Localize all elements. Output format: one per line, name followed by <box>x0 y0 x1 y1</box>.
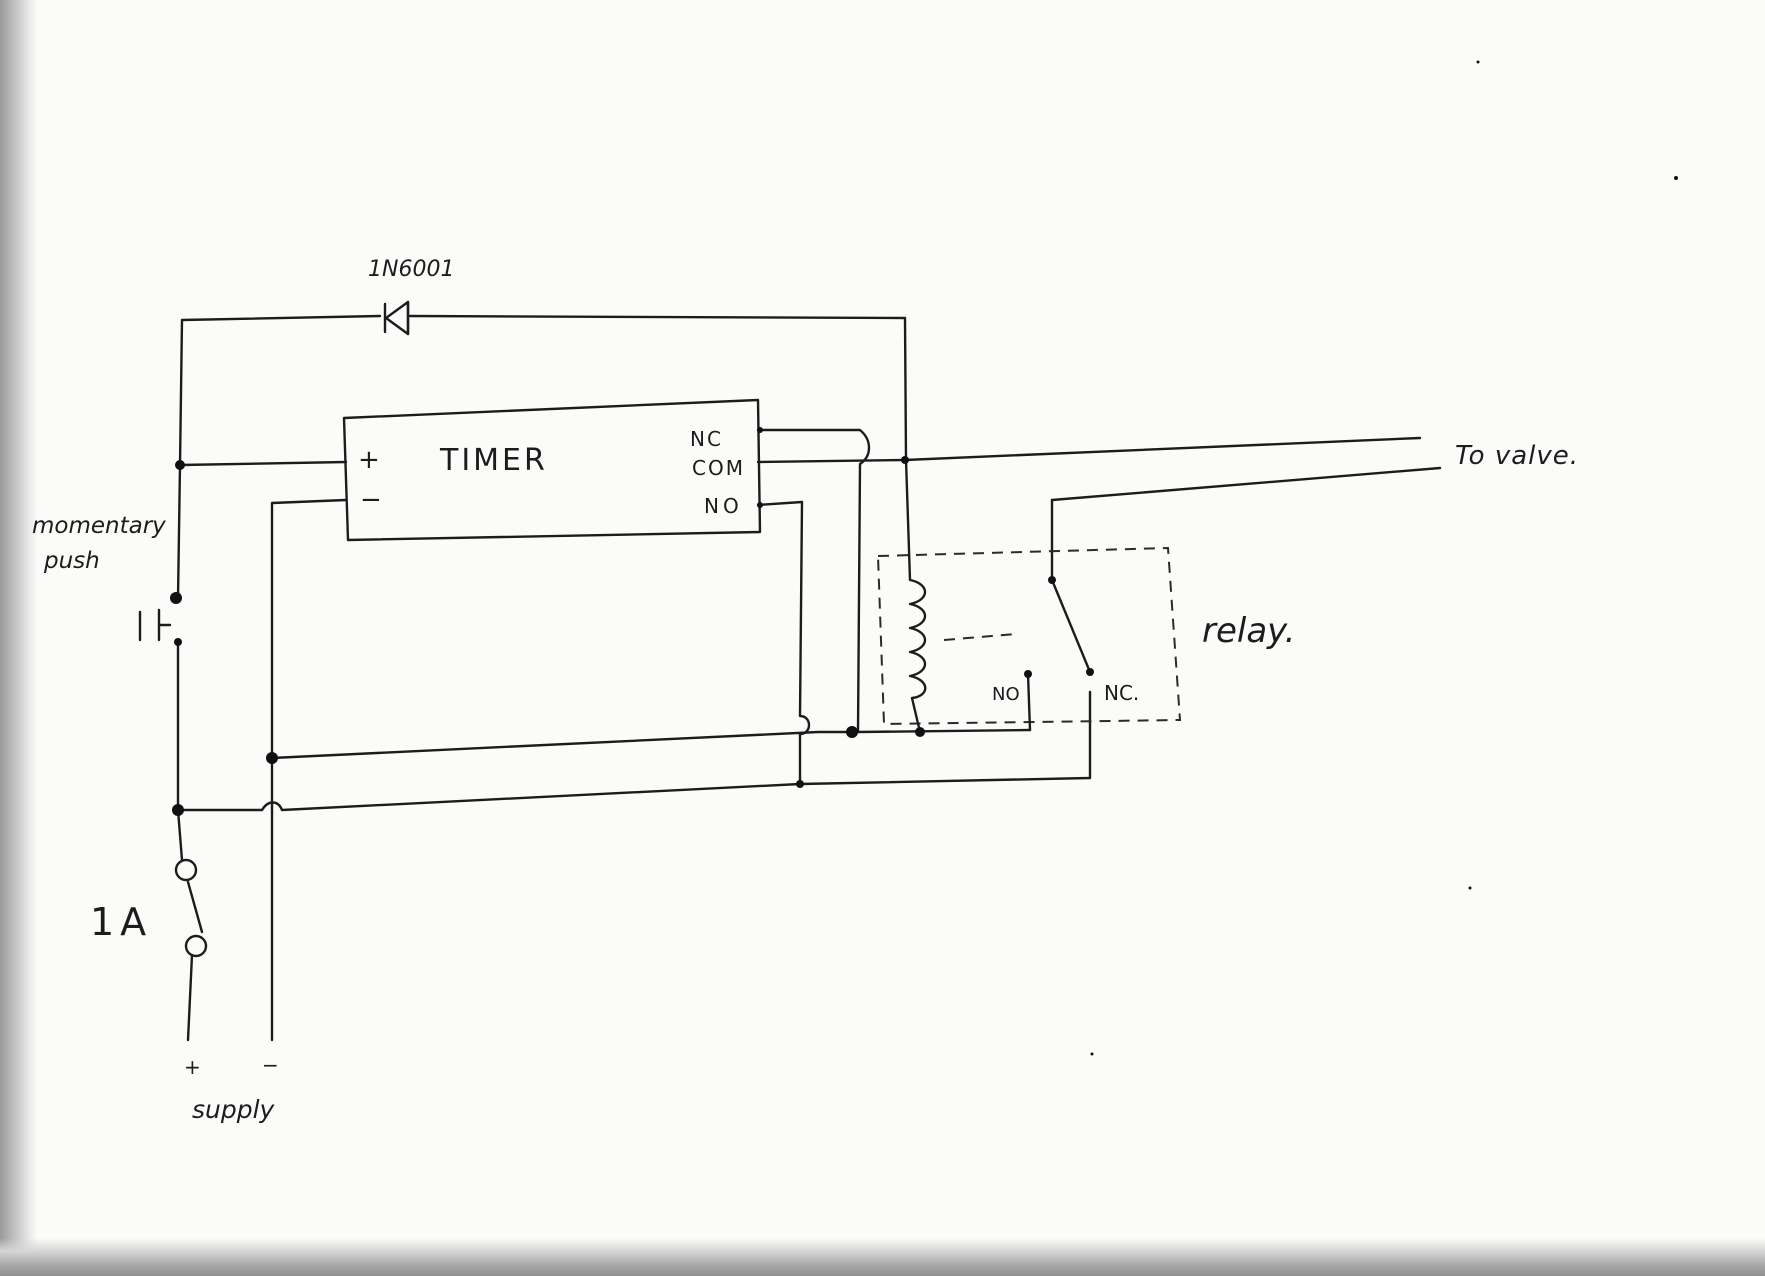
timer-outputs: To valve. <box>756 428 1579 734</box>
wire-coil-bottom <box>856 728 1032 734</box>
wire-timer-nc <box>756 428 871 734</box>
timer-nc-label: NC <box>690 427 723 451</box>
fuse-label: 1A <box>90 900 152 944</box>
push-label-line2: push <box>43 548 100 574</box>
scan-specks <box>1090 60 1678 1056</box>
supply-plus-label: + <box>184 1055 201 1079</box>
wire-timer-minus <box>270 498 348 1042</box>
relay: NO NC. relay. <box>856 458 1295 734</box>
wire-timer-com-to-valve <box>756 436 1422 464</box>
wire-diode-right <box>408 314 908 462</box>
relay-coil <box>904 458 927 734</box>
junction-nodes <box>170 427 1094 816</box>
diode-branch: 1N6001 <box>178 257 908 467</box>
scan-shadow-bottom <box>0 1238 1765 1276</box>
push-button: momentary push <box>32 513 172 642</box>
wire-to-fuse <box>176 808 184 862</box>
positive-rail <box>176 460 348 1042</box>
relay-no-label: NO <box>992 684 1020 705</box>
wire-rail-upper <box>176 463 182 600</box>
timer-module: TIMER + − NC COM NO <box>342 398 762 542</box>
timer-minus-label: − <box>360 485 382 515</box>
timer-com-label: COM <box>692 456 745 480</box>
relay-switch-arm <box>1050 578 1092 674</box>
wire-to-supply-plus <box>186 953 194 1042</box>
timer-plus-label: + <box>358 445 380 475</box>
wire-diode-left <box>178 314 382 467</box>
lower-bus <box>176 500 1092 812</box>
supply-terminals: + − supply <box>184 1053 279 1124</box>
relay-outline <box>876 546 1182 726</box>
timer-no-label: NO <box>704 494 743 518</box>
wire-to-relay-nc <box>176 690 1092 812</box>
relay-label: relay. <box>1202 611 1295 651</box>
relay-nc-label: NC. <box>1104 681 1139 705</box>
scan-shadow-left <box>0 0 38 1276</box>
push-label-line1: momentary <box>32 513 166 539</box>
timer-title: TIMER <box>439 443 548 478</box>
wire-relay-to-valve <box>1050 466 1442 502</box>
supply-minus-label: − <box>262 1053 279 1077</box>
supply-label: supply <box>192 1095 276 1124</box>
wire-timer-no <box>756 500 811 786</box>
fuse: 1A <box>90 858 208 958</box>
negative-rail <box>270 498 854 1042</box>
valve-label: To valve. <box>1455 441 1579 471</box>
diode-symbol <box>383 300 410 336</box>
wire-to-timer-plus <box>178 460 348 467</box>
wire-return <box>270 730 854 760</box>
relay-no-contact <box>1026 672 1032 732</box>
diode-label: 1N6001 <box>368 257 454 282</box>
